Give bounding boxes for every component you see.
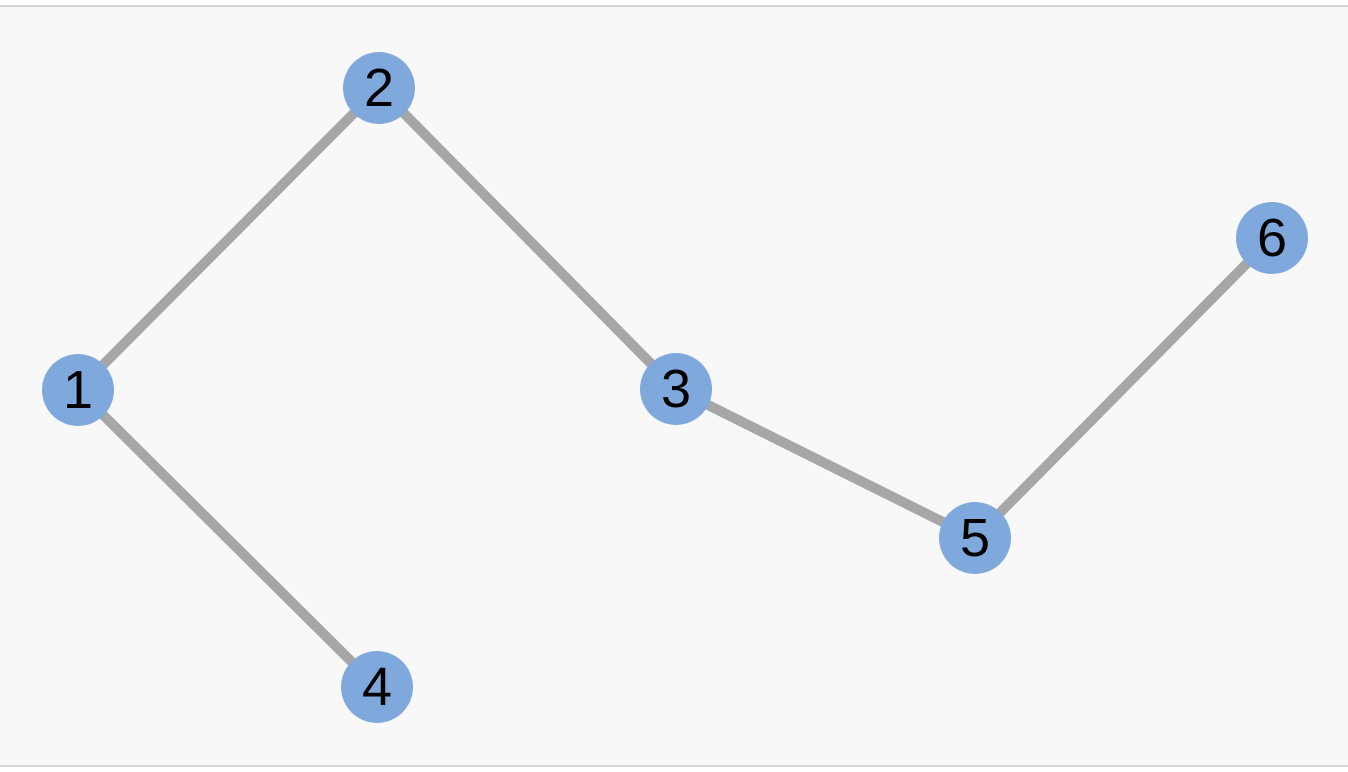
node-circle[interactable] <box>640 353 712 425</box>
node-6[interactable]: 6 <box>1236 202 1308 274</box>
edge-2-3 <box>375 84 680 393</box>
node-4[interactable]: 4 <box>341 651 413 723</box>
node-5[interactable]: 5 <box>939 502 1011 574</box>
node-label: 6 <box>1257 208 1287 268</box>
node-1[interactable]: 1 <box>42 354 114 426</box>
node-label: 1 <box>63 360 93 420</box>
edge-3-5 <box>673 384 978 543</box>
node-label: 4 <box>362 657 392 717</box>
node-circle[interactable] <box>343 52 415 124</box>
node-label: 3 <box>661 359 691 419</box>
edge-5-6 <box>971 234 1276 542</box>
node-2[interactable]: 2 <box>343 52 415 124</box>
edge-1-2 <box>74 84 383 394</box>
node-circle[interactable] <box>341 651 413 723</box>
node-circle[interactable] <box>42 354 114 426</box>
node-circle[interactable] <box>1236 202 1308 274</box>
node-3[interactable]: 3 <box>640 353 712 425</box>
node-label: 2 <box>364 58 394 118</box>
node-label: 5 <box>960 508 990 568</box>
edge-1-4 <box>74 386 381 691</box>
node-circle[interactable] <box>939 502 1011 574</box>
